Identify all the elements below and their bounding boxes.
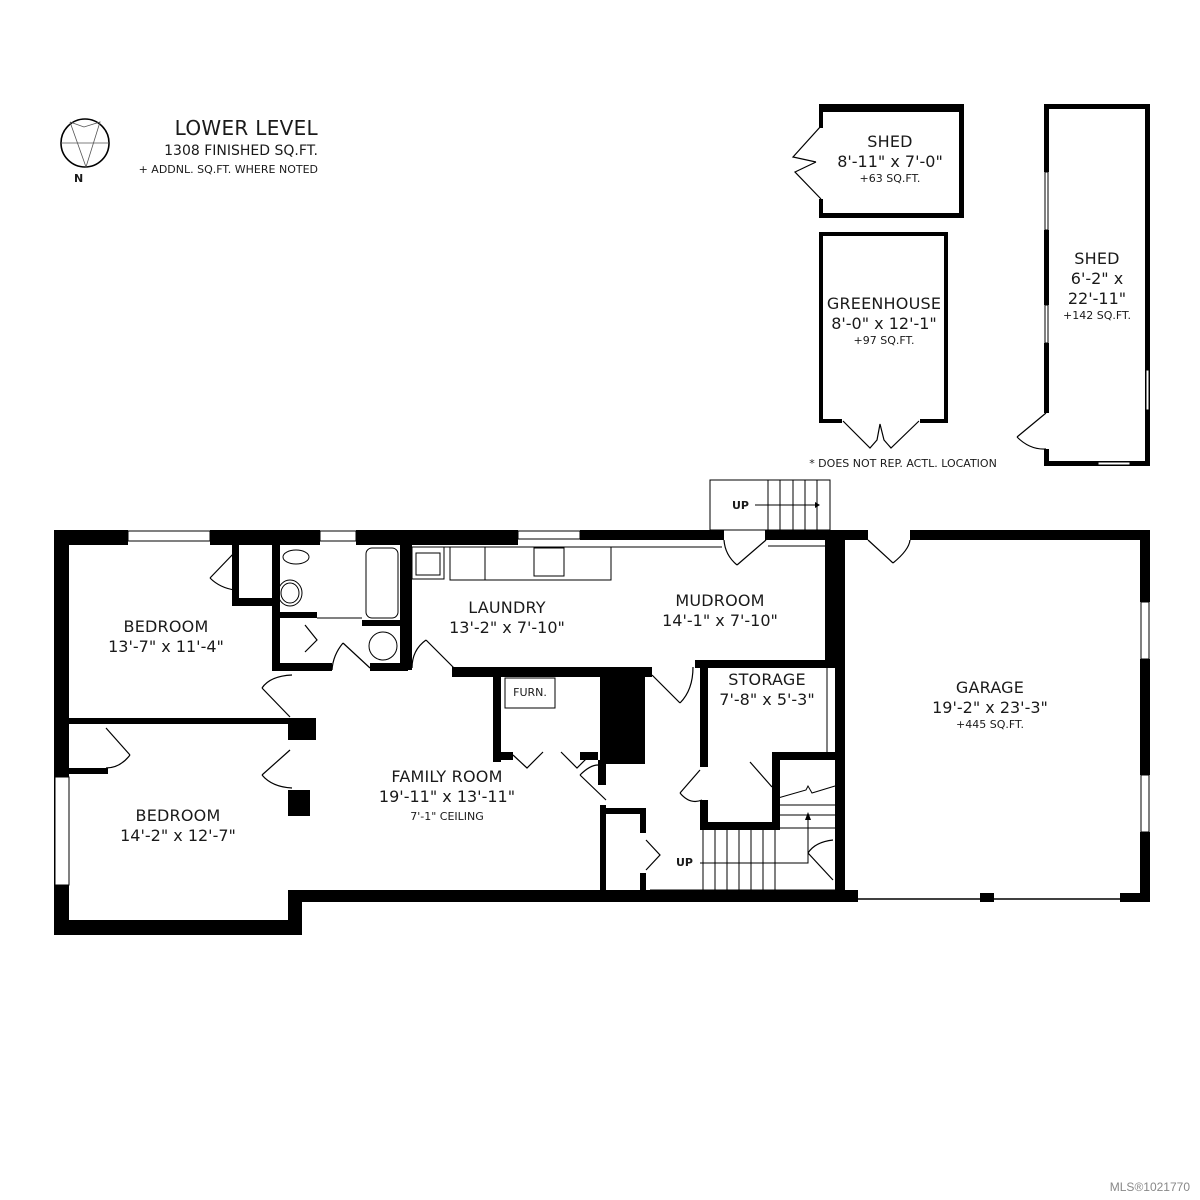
storage-label: STORAGE 7'-8" x 5'-3" bbox=[719, 670, 815, 709]
mls-number: MLS®1021770 bbox=[1109, 1180, 1190, 1194]
greenhouse-outline bbox=[819, 232, 948, 449]
bedroom-2-label: BEDROOM 14'-2" x 12'-7" bbox=[120, 806, 236, 845]
compass-north-label: N bbox=[74, 172, 84, 185]
interior-stair-up-label: UP bbox=[676, 856, 693, 869]
furnace-label: FURN. bbox=[513, 686, 547, 699]
title-block: LOWER LEVEL 1308 FINISHED SQ.FT. + ADDNL… bbox=[139, 116, 318, 176]
shed-small-label: SHED 8'-11" x 7'-0" +63 SQ.FT. bbox=[837, 132, 943, 185]
garage-label: GARAGE 19'-2" x 23'-3" +445 SQ.FT. bbox=[932, 678, 1048, 731]
shed-tall-outline bbox=[1016, 104, 1150, 466]
mudroom-label: MUDROOM 14'-1" x 7'-10" bbox=[662, 591, 778, 630]
shed-tall-label: SHED 6'-2" x 22'-11" +142 SQ.FT. bbox=[1063, 249, 1131, 322]
finished-area: 1308 FINISHED SQ.FT. bbox=[164, 143, 318, 159]
location-note: * DOES NOT REP. ACTL. LOCATION bbox=[809, 457, 997, 470]
shed-small-outline bbox=[791, 104, 964, 218]
main-house-walls bbox=[54, 530, 1150, 935]
compass-icon bbox=[60, 118, 110, 169]
greenhouse-label: GREENHOUSE 8'-0" x 12'-1" +97 SQ.FT. bbox=[826, 294, 942, 347]
bedroom-1-label: BEDROOM 13'-7" x 11'-4" bbox=[108, 617, 224, 656]
laundry-label: LAUNDRY 13'-2" x 7'-10" bbox=[449, 598, 565, 637]
level-title: LOWER LEVEL bbox=[174, 116, 318, 140]
interior-stair bbox=[650, 784, 836, 893]
exterior-stair-up-label: UP bbox=[732, 499, 749, 512]
interior-walls bbox=[60, 539, 840, 895]
additional-area-note: + ADDNL. SQ.FT. WHERE NOTED bbox=[138, 163, 318, 176]
family-room-label: FAMILY ROOM 19'-11" x 13'-11" 7'-1" CEIL… bbox=[378, 767, 516, 823]
exterior-stair bbox=[709, 479, 831, 531]
